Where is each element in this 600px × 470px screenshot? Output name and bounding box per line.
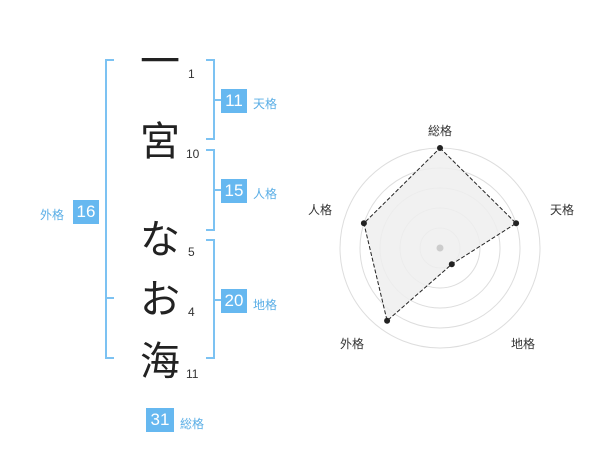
radar-point-2 [448, 261, 455, 268]
radar-point-0 [437, 145, 443, 151]
radar-series-polygon [363, 147, 517, 322]
name-char-5: 海 [140, 339, 180, 385]
stroke-count-3: 5 [188, 245, 195, 259]
soukaku-value: 31 [146, 408, 174, 432]
stroke-count-1: 1 [188, 67, 195, 81]
radar-point-3 [384, 317, 391, 324]
stroke-count-2: 10 [186, 147, 200, 161]
radar-axis-label-chikaku: 地格 [511, 337, 536, 351]
name-char-3: な [140, 217, 180, 263]
gaikaku-label: 外格 [40, 208, 65, 222]
radar-axis-label-tenkaku: 天格 [550, 203, 575, 217]
name-char-1: 一 [140, 39, 180, 85]
radar-axis-label-gaikaku: 外格 [340, 337, 365, 351]
stroke-count-4: 4 [188, 305, 195, 319]
radar-axis-label-jinkaku: 人格 [308, 203, 333, 217]
soukaku-label: 総格 [180, 417, 205, 431]
tenkaku-value: 11 [221, 89, 247, 113]
radar-point-4 [360, 220, 367, 227]
name-char-4: お [140, 277, 180, 323]
chikaku-label: 地格 [253, 298, 278, 312]
radar-center-dot [436, 244, 444, 252]
radar-axis-label-soukaku: 総格 [428, 124, 453, 138]
radar-point-1 [513, 220, 520, 227]
name-char-2: 宮 [140, 119, 180, 165]
jinkaku-label: 人格 [253, 187, 278, 201]
tenkaku-label: 天格 [253, 97, 278, 111]
chikaku-value: 20 [221, 289, 247, 313]
gaikaku-bracket [105, 59, 114, 359]
jinkaku-value: 15 [221, 179, 247, 203]
gaikaku-value: 16 [73, 200, 99, 224]
stroke-count-5: 11 [186, 367, 199, 381]
